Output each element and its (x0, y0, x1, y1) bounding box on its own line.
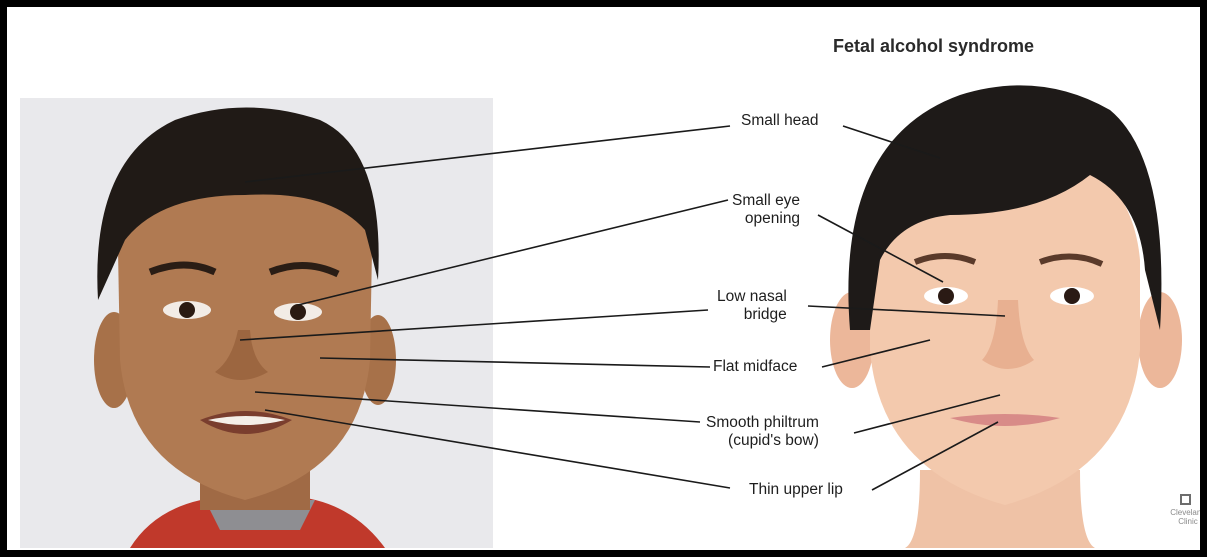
boy-photo (20, 98, 493, 548)
brand-name: Cleveland Clinic (1170, 508, 1206, 526)
label-low-nasal-bridge: Low nasal bridge (717, 288, 787, 324)
cleveland-clinic-logo-icon (1180, 494, 1191, 505)
diagram-title: Fetal alcohol syndrome (833, 36, 1034, 57)
label-smooth-philtrum: Smooth philtrum (cupid's bow) (706, 414, 819, 450)
child-illustration (830, 85, 1182, 548)
label-small-eye-opening: Small eye opening (732, 192, 800, 228)
label-small-head: Small head (741, 112, 819, 130)
label-flat-midface: Flat midface (713, 358, 797, 376)
label-thin-upper-lip: Thin upper lip (749, 481, 843, 499)
